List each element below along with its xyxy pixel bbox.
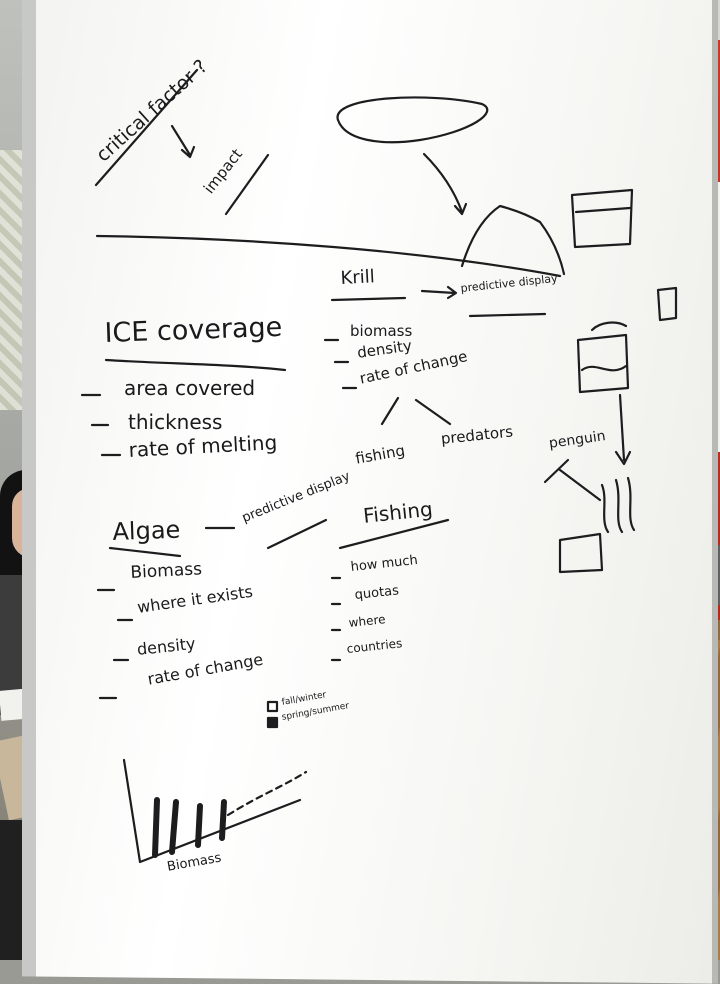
ice-item-1: area covered [124,376,256,400]
krill-title: Krill [340,266,376,289]
arrow-krill-predictive [420,285,458,300]
krill-branches [380,396,452,426]
arrow-down-cloud [422,152,468,216]
chart-trend-line [226,770,308,817]
underline-predictive-algae [266,518,328,550]
small-box-sketch [656,286,678,322]
underline-fishing [338,518,450,550]
legend-box-spring [266,716,279,729]
iceberg-sketch [460,204,566,276]
arrow-to-impact [170,124,196,159]
underline-algae [108,546,182,558]
ice-item-2: thickness [128,410,223,434]
legend-box-fall [266,700,279,713]
underline-predictive-krill [468,312,547,318]
whiteboard-drawings [80,68,678,864]
arrow-to-penguin [614,393,632,466]
chart-bars [152,797,227,858]
cloud-sketch [336,96,489,144]
penguin-cross [543,458,602,502]
underline-krill [330,296,407,302]
penguin-figures [600,476,636,534]
tank-lid [590,321,628,332]
underline-critical [94,68,199,187]
jar-sketch [570,188,634,249]
underline-impact [224,153,270,216]
underline-ice [104,358,287,372]
dashes-algae [96,588,134,700]
tank-sketch [576,333,630,394]
algae-item-1: Biomass [130,559,203,583]
dashes-fishing [330,576,342,662]
algae-title: Algae [112,515,181,546]
ice-title: ICE coverage [104,311,283,349]
dashes-ice [80,393,122,457]
chart-axes [122,758,302,864]
krill-item-1: biomass [350,322,413,340]
dashes-krill [323,338,358,390]
penguin-box [558,532,604,574]
horizon-line [95,234,562,278]
